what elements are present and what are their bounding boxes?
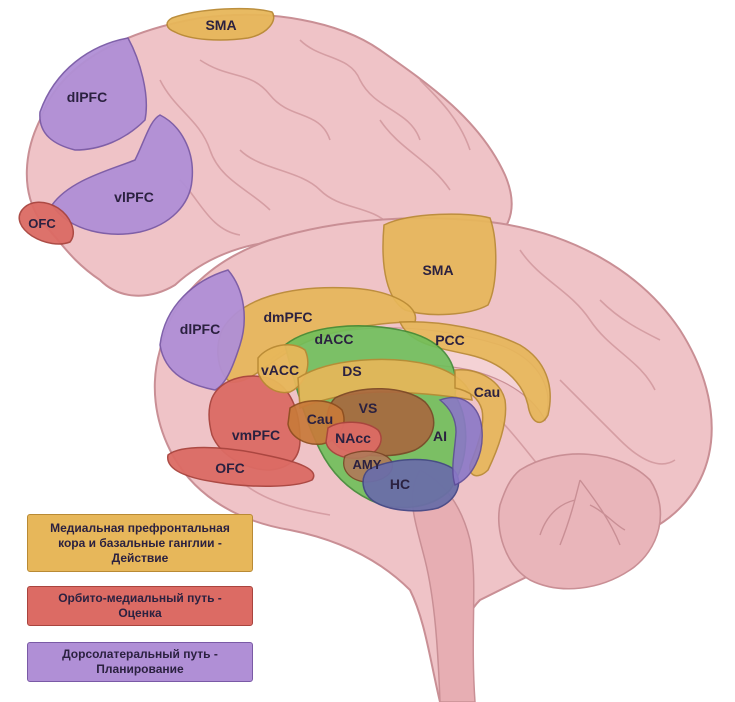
- label-dacc: dACC: [315, 331, 354, 347]
- label-ofc-top: OFC: [28, 216, 56, 231]
- label-nacc: NAcc: [335, 430, 371, 446]
- nacc-region[interactable]: [325, 421, 382, 460]
- label-ds: DS: [342, 363, 361, 379]
- legend-action: Медиальная префронтальная кора и базальн…: [27, 514, 253, 572]
- lateral-brain: [18, 7, 513, 297]
- label-vlpfc: vlPFC: [114, 189, 154, 205]
- dlpfc-mid-region[interactable]: [159, 269, 245, 391]
- sma-top-region[interactable]: [166, 7, 275, 41]
- cerebellum: [498, 453, 662, 590]
- dlpfc-top-region[interactable]: [39, 37, 148, 151]
- label-cau-right: Cau: [474, 384, 500, 400]
- legend-action-text: Медиальная префронтальная кора и базальн…: [50, 520, 230, 565]
- label-dlpfc-top: dlPFC: [67, 89, 107, 105]
- label-hc: HC: [390, 476, 410, 492]
- legend-planning: Дорсолатеральный путь - Планирование: [27, 642, 253, 682]
- vlpfc-region[interactable]: [51, 114, 194, 235]
- legend-evaluation: Орбито-медиальный путь - Оценка: [27, 586, 253, 626]
- label-ai: AI: [433, 428, 447, 444]
- ofc-top-region[interactable]: [18, 201, 74, 245]
- label-dmpfc: dmPFC: [264, 309, 313, 325]
- label-sma-mid: SMA: [422, 262, 453, 278]
- cau-right-region[interactable]: [454, 369, 507, 477]
- label-vmpfc: vmPFC: [232, 427, 280, 443]
- label-pcc: PCC: [435, 332, 465, 348]
- label-vacc: vACC: [261, 362, 299, 378]
- ofc-bottom-region[interactable]: [167, 446, 315, 487]
- brainstem: [411, 469, 476, 702]
- label-vs: VS: [359, 400, 378, 416]
- label-sma-top: SMA: [205, 17, 236, 33]
- label-amy: AMY: [353, 457, 382, 472]
- lateral-gyri: [159, 39, 471, 236]
- label-dlpfc-mid: dlPFC: [180, 321, 220, 337]
- label-ofc-bottom: OFC: [215, 460, 245, 476]
- hc-region[interactable]: [362, 458, 460, 512]
- label-cau-left: Cau: [307, 411, 333, 427]
- legend-planning-text: Дорсолатеральный путь - Планирование: [62, 647, 218, 676]
- legend-evaluation-text: Орбито-медиальный путь - Оценка: [58, 591, 222, 620]
- ai-region[interactable]: [438, 396, 483, 486]
